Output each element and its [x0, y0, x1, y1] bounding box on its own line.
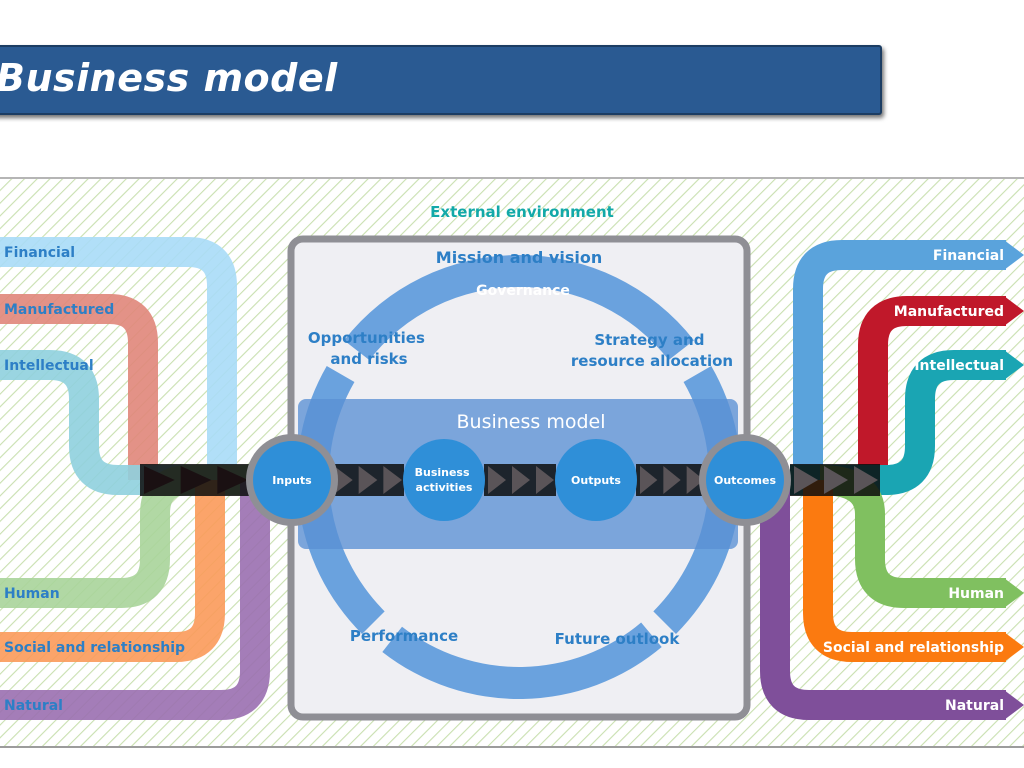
mission-vision-label: Mission and vision — [436, 248, 602, 267]
inputs-label: Inputs — [272, 474, 312, 487]
input-flow-social-and-relationship — [0, 480, 225, 662]
arrow-chevron — [824, 466, 848, 494]
input-capital-social-and-relationship: Social and relationship — [4, 640, 185, 656]
process-arrows — [140, 464, 880, 496]
arrow-chevron — [180, 466, 212, 494]
arrow-chevron — [144, 466, 175, 494]
outputs-label: Outputs — [571, 474, 621, 487]
arrow-chevron — [686, 466, 704, 494]
input-flow-manufactured — [0, 294, 158, 480]
input-capital-labels: FinancialManufacturedIntellectualHumanSo… — [4, 245, 185, 714]
ring-segment-top — [344, 254, 694, 361]
activities-line-1: Business — [415, 466, 470, 479]
ring-segment-bottom — [382, 622, 662, 699]
outcome-capital-manufactured: Manufactured — [894, 304, 1004, 320]
governance-label: Governance — [476, 283, 570, 299]
outcome-arrowhead-intellectual — [1004, 350, 1024, 380]
arrow-chevron — [334, 466, 353, 494]
outcomes-node[interactable] — [706, 441, 784, 519]
outcome-arrowhead-human — [1004, 578, 1024, 608]
strategy-label: Strategy and resource allocation — [571, 331, 733, 370]
business-activities-label: Business activities — [415, 466, 474, 494]
input-capital-manufactured: Manufactured — [4, 302, 114, 318]
input-capital-financial: Financial — [4, 245, 75, 261]
strategy-line-1: Strategy and — [594, 331, 704, 349]
input-capital-intellectual: Intellectual — [4, 358, 94, 374]
outcome-arrowhead-manufactured — [1004, 296, 1024, 326]
outcome-arrowhead-natural — [1004, 690, 1024, 720]
arrow-chevron — [663, 466, 681, 494]
outcome-flow-intellectual — [790, 350, 1006, 495]
input-capital-human: Human — [4, 586, 60, 602]
strategy-line-2: resource allocation — [571, 352, 733, 370]
outcome-capital-financial: Financial — [933, 248, 1004, 264]
outcomes-label: Outcomes — [714, 474, 776, 487]
business-model-diagram: External environment Mission and vision … — [0, 177, 1024, 748]
outcome-flow-social-and-relationship — [803, 480, 1006, 662]
outcome-arrowhead-social-and-relationship — [1004, 632, 1024, 662]
outputs-node[interactable] — [555, 439, 637, 521]
outcome-flow-natural — [760, 480, 1006, 720]
input-flow-natural — [0, 480, 270, 720]
activities-line-2: activities — [416, 481, 473, 494]
outcome-capital-human: Human — [948, 586, 1004, 602]
page-title: Business model — [0, 56, 338, 100]
future-outlook-label: Future outlook — [555, 630, 681, 648]
outcome-arrowhead-financial — [1004, 240, 1024, 270]
input-flow-intellectual — [0, 350, 250, 495]
outcome-flow-financial — [793, 240, 1006, 480]
business-model-label: Business model — [457, 411, 606, 433]
business-activities-node[interactable] — [403, 439, 485, 521]
arrow-chevron — [640, 466, 658, 494]
title-banner — [0, 45, 882, 115]
external-environment-label: External environment — [430, 203, 614, 221]
opportunities-line-1: Opportunities — [308, 329, 425, 347]
arrow-chevron — [217, 466, 248, 494]
input-capital-natural: Natural — [4, 698, 63, 714]
arrow-chevron — [488, 466, 506, 494]
opportunities-risks-label: Opportunities and risks — [308, 329, 430, 368]
outcome-flow-manufactured — [858, 296, 1006, 480]
outcome-capital-natural: Natural — [945, 698, 1004, 714]
outcome-capital-social-and-relationship: Social and relationship — [823, 640, 1004, 656]
arrow-chevron — [358, 466, 378, 494]
arrow-chevron — [794, 466, 818, 494]
outcome-capital-intellectual: Intellectual — [914, 358, 1004, 374]
opportunities-line-2: and risks — [330, 350, 407, 368]
performance-label: Performance — [350, 627, 458, 645]
inputs-node[interactable] — [253, 441, 331, 519]
input-flow-financial — [0, 237, 237, 480]
arrow-chevron — [512, 466, 530, 494]
arrow-chevron — [854, 466, 878, 494]
arrow-chevron — [383, 466, 402, 494]
arrow-chevron — [536, 466, 554, 494]
outcome-capital-labels: FinancialManufacturedIntellectualHumanSo… — [823, 248, 1004, 714]
